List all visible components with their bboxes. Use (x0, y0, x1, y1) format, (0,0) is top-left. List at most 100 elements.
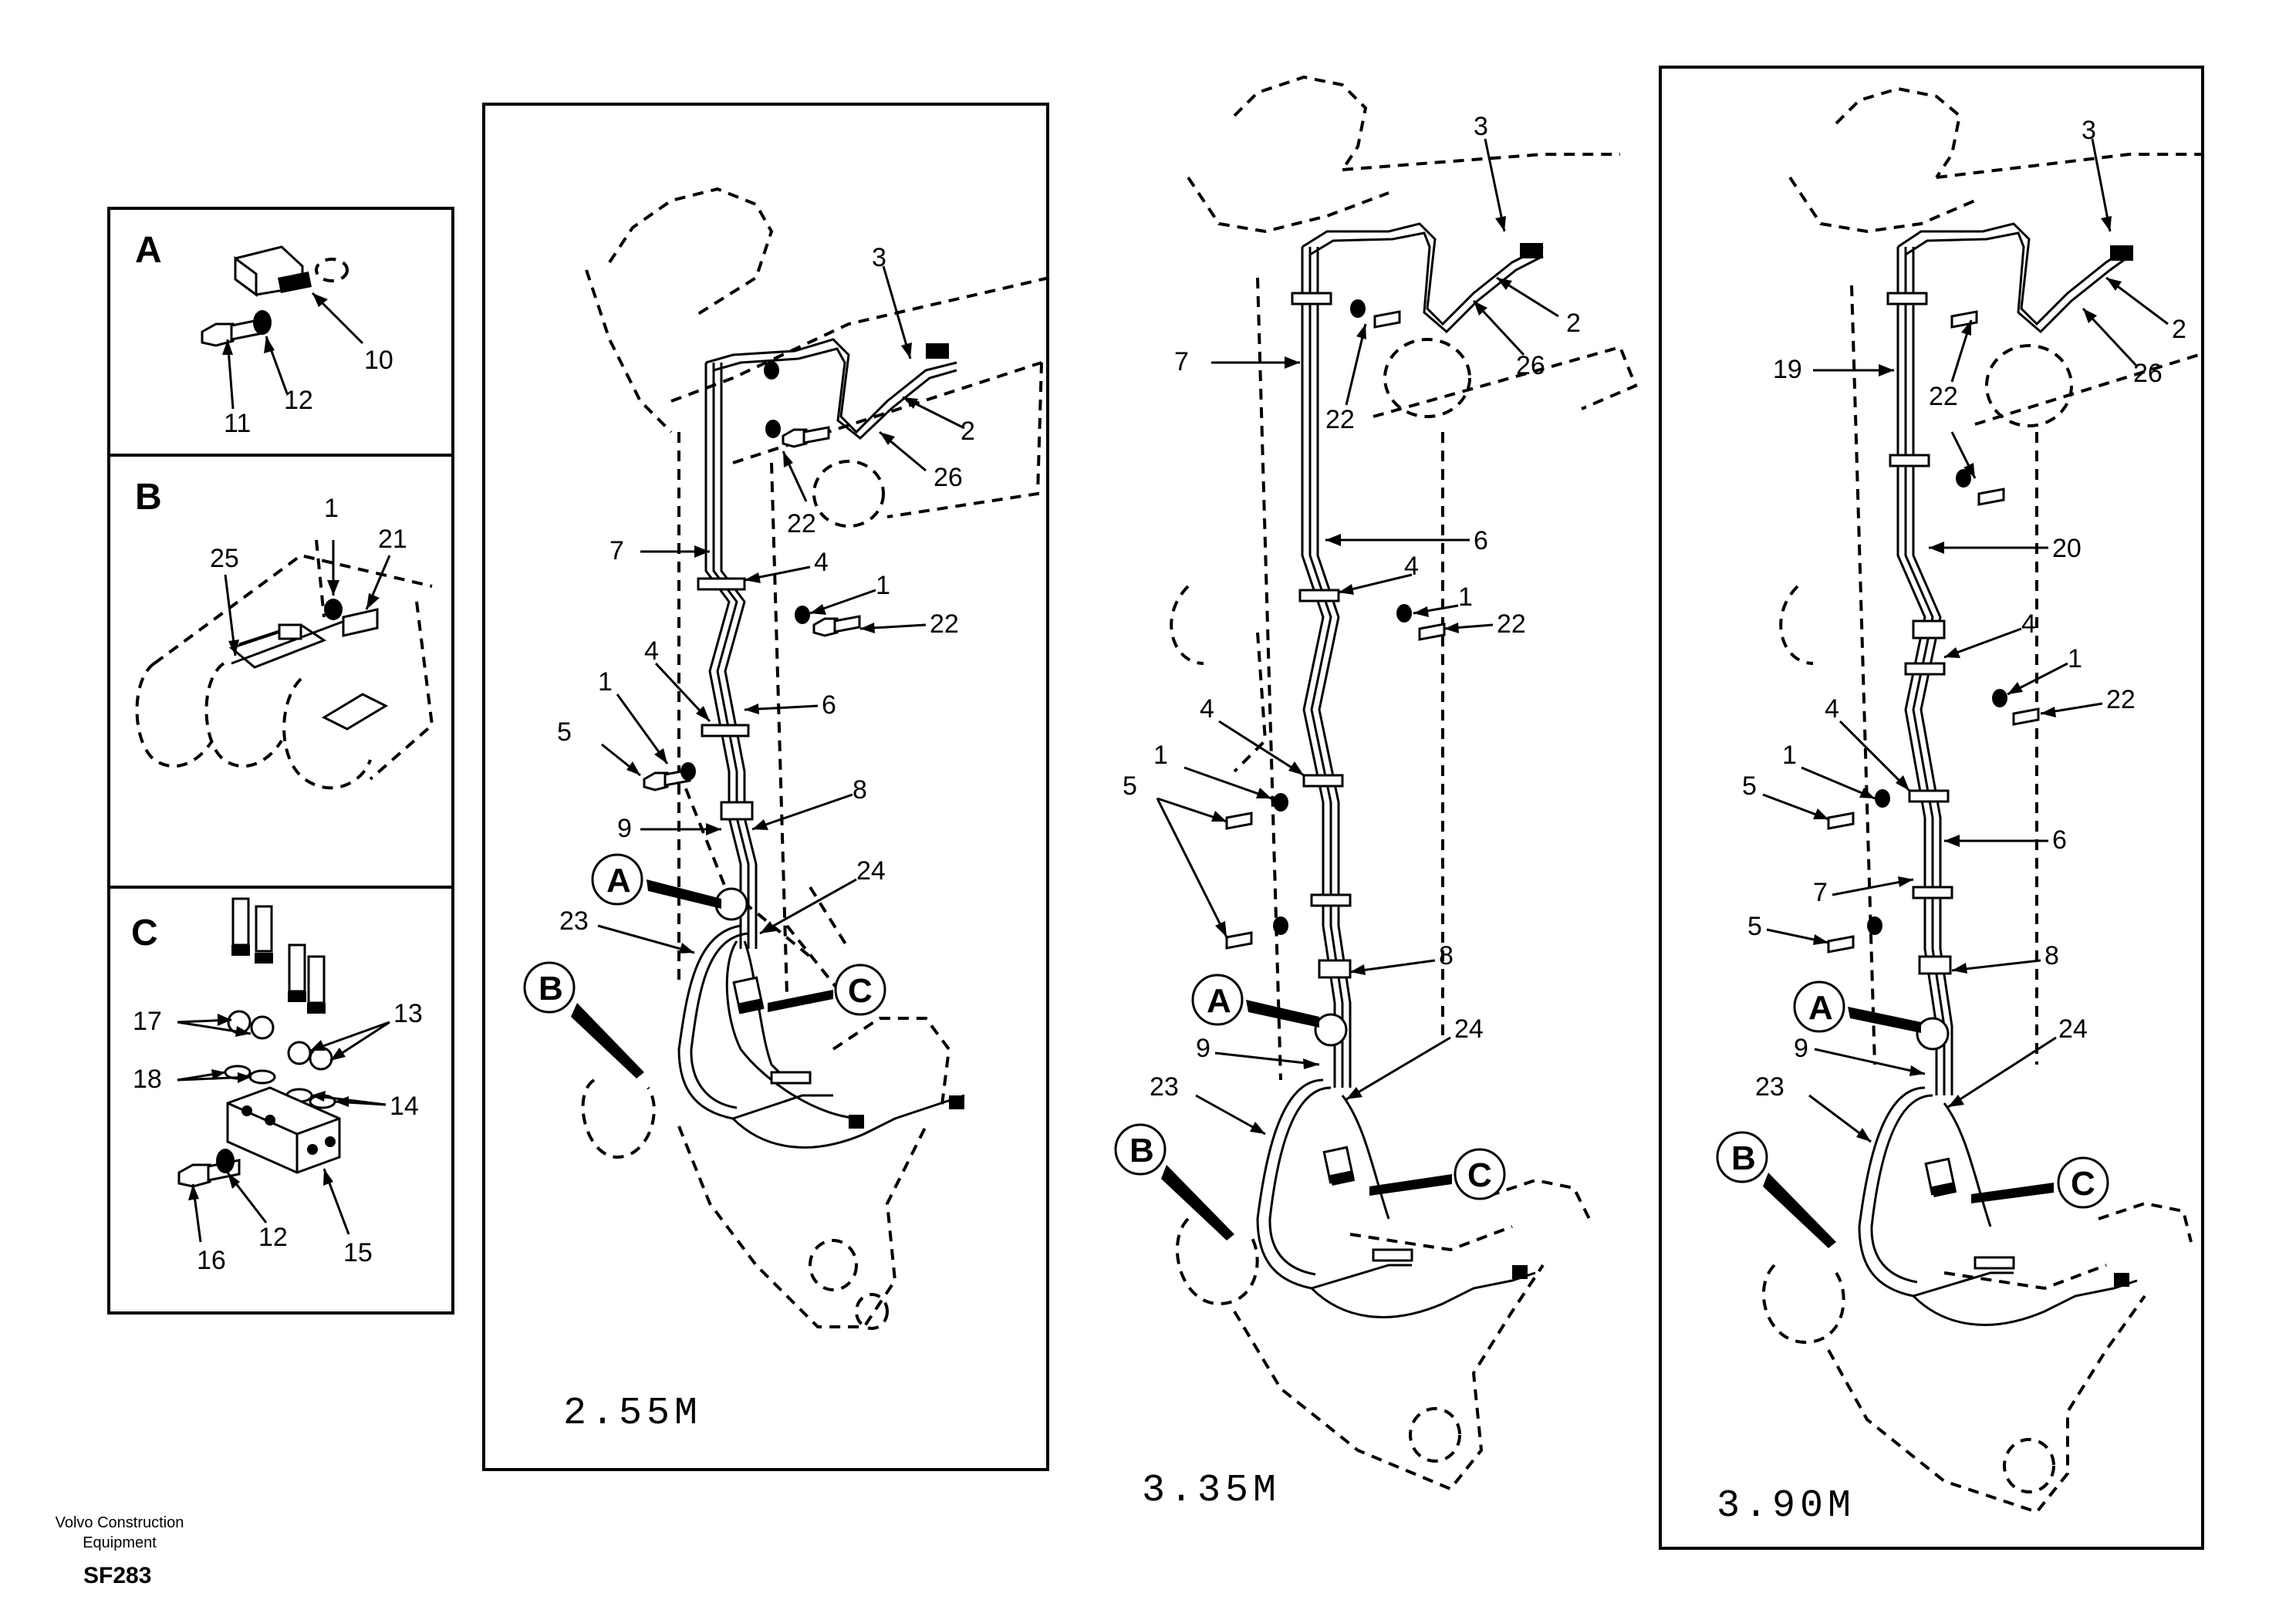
detail-panels: A 10 11 12 B (107, 207, 454, 1315)
svg-text:B: B (1129, 1132, 1154, 1169)
label-21: 21 (378, 525, 407, 554)
label-4-v2-a: 4 (1404, 552, 1419, 581)
label-8-v3: 8 (2044, 941, 2059, 970)
label-5-v3-a: 5 (1742, 771, 1757, 801)
label-4-v1-b: 4 (644, 636, 659, 666)
view-2-55m: A B C 3 2 26 22 7 4 1 22 4 6 1 (482, 103, 1050, 1471)
svg-text:C: C (848, 972, 873, 1010)
callout-a-v1 (591, 853, 643, 906)
svg-text:C: C (2071, 1165, 2095, 1203)
label-1-v1-b: 1 (598, 667, 613, 697)
label-6-v1: 6 (822, 690, 836, 720)
label-5-v1: 5 (557, 717, 572, 747)
label-9-v2: 9 (1196, 1034, 1210, 1063)
callout-a-v2 (1191, 974, 1244, 1026)
callout-c-v2 (1454, 1148, 1506, 1200)
label-26-v3: 26 (2133, 359, 2163, 388)
label-12-a: 12 (284, 386, 313, 415)
label-4-v3-a: 4 (2021, 609, 2036, 639)
view-3-35m: A B C 3 2 26 7 22 6 4 1 22 4 (1114, 75, 1638, 1513)
footer: Volvo Construction Equipment SF283 (56, 1514, 184, 1588)
label-9-v3: 9 (1794, 1034, 1808, 1063)
label-22-v2-mid: 22 (1497, 609, 1526, 639)
label-22-v3-top: 22 (1929, 382, 1958, 411)
label-12-c: 12 (258, 1223, 288, 1252)
view-3-90m: A B C 3 2 26 19 22 20 4 1 (1659, 66, 2204, 1550)
label-1-v2-a: 1 (1458, 582, 1473, 612)
label-3-v2: 3 (1474, 112, 1488, 141)
label-2-v3: 2 (2172, 315, 2186, 344)
panel-b-letter: B (135, 477, 162, 518)
label-23-v3: 23 (1755, 1072, 1784, 1102)
label-23-v2: 23 (1150, 1072, 1179, 1102)
figure-code: SF283 (83, 1563, 151, 1588)
label-26-v2: 26 (1516, 351, 1545, 380)
label-1-v2-b: 1 (1153, 741, 1168, 770)
label-2-v2: 2 (1566, 309, 1581, 338)
callout-b-v2 (1114, 1123, 1167, 1176)
label-8-v1: 8 (853, 775, 867, 805)
label-20-v3: 20 (2052, 534, 2082, 563)
svg-text:A: A (1808, 989, 1833, 1027)
label-6-v2: 6 (1474, 526, 1488, 555)
detail-panels-frame (107, 207, 454, 1315)
label-8-v2: 8 (1439, 941, 1454, 970)
svg-text:C: C (1467, 1156, 1492, 1194)
panel-c-letter: C (131, 913, 158, 953)
label-26-v1: 26 (934, 463, 963, 492)
label-14: 14 (390, 1092, 419, 1121)
label-22-v1-top: 22 (787, 509, 816, 538)
view-3-90m-frame (1659, 66, 2204, 1550)
callout-b-v1 (523, 961, 576, 1014)
label-1-b: 1 (324, 494, 339, 523)
label-24-v3: 24 (2058, 1014, 2088, 1044)
label-2-v1: 2 (961, 417, 975, 446)
panel-a-letter: A (135, 230, 162, 271)
company-name-line2: Equipment (83, 1534, 157, 1551)
size-label-v1: 2.55M (563, 1392, 702, 1436)
company-name-line1: Volvo Construction (56, 1514, 184, 1531)
label-5-v2: 5 (1123, 771, 1137, 801)
callout-a-v3 (1793, 980, 1845, 1033)
label-23-v1: 23 (559, 906, 589, 936)
label-5-v3-b: 5 (1747, 912, 1762, 941)
label-24-v1: 24 (856, 856, 886, 886)
label-24-v2: 24 (1454, 1014, 1484, 1044)
view-2-55m-frame (482, 103, 1049, 1471)
svg-text:B: B (1731, 1139, 1756, 1177)
detail-panel-c: C (131, 897, 423, 1275)
label-3-v1: 3 (872, 243, 886, 272)
svg-text:A: A (606, 862, 631, 899)
label-3-v3: 3 (2082, 116, 2096, 145)
label-25: 25 (210, 544, 239, 573)
label-22-v3-mid: 22 (2106, 685, 2136, 714)
svg-text:A: A (1207, 982, 1231, 1020)
detail-panel-a: A 10 11 12 (135, 230, 393, 438)
label-4-v3-b: 4 (1825, 694, 1839, 724)
label-16: 16 (197, 1246, 226, 1275)
label-4-v2-b: 4 (1200, 694, 1214, 724)
size-label-v3: 3.90M (1717, 1484, 1855, 1528)
label-22-v2-top: 22 (1325, 405, 1355, 434)
label-7-v1: 7 (609, 536, 624, 565)
label-1-v3-a: 1 (2068, 644, 2082, 673)
label-6-v3: 6 (2052, 825, 2067, 855)
label-19-v3: 19 (1773, 355, 1802, 384)
label-9-v1: 9 (617, 814, 632, 843)
label-1-v1-a: 1 (876, 571, 890, 600)
label-11: 11 (224, 409, 251, 438)
detail-panel-b: B 1 21 25 (135, 477, 434, 790)
callout-c-v3 (2057, 1156, 2109, 1209)
callout-c-v1 (834, 964, 886, 1016)
callout-b-v3 (1716, 1131, 1768, 1183)
label-7-v3: 7 (1813, 878, 1828, 907)
label-15: 15 (343, 1238, 373, 1267)
label-22-v1-mid: 22 (930, 609, 959, 639)
label-7-v2: 7 (1174, 347, 1189, 376)
label-17: 17 (133, 1007, 162, 1036)
label-18: 18 (133, 1065, 162, 1094)
label-10: 10 (364, 346, 393, 375)
size-label-v2: 3.35M (1142, 1469, 1281, 1513)
label-13: 13 (393, 999, 423, 1028)
